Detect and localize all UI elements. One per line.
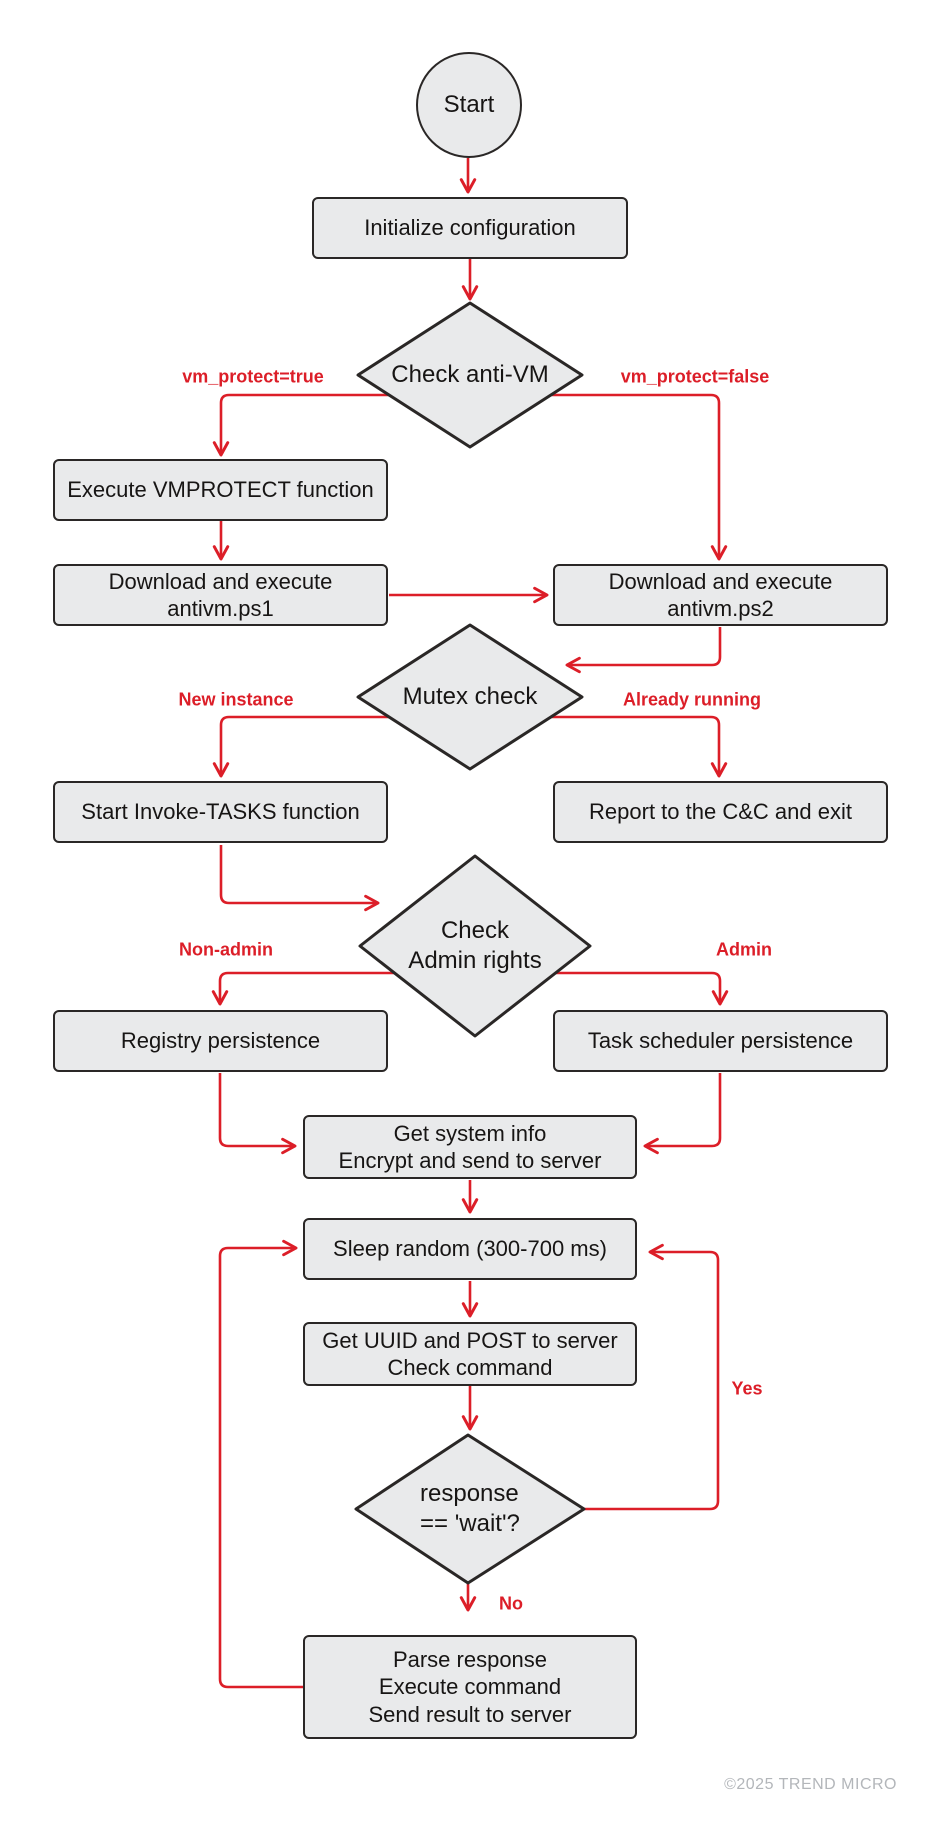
edge-label-vm-protect-false: vm_protect=false xyxy=(620,366,770,387)
diamond-mutex-check xyxy=(356,623,584,771)
edge-antivm-true xyxy=(212,393,389,457)
edge-label-vm-protect-true: vm_protect=true xyxy=(182,366,324,387)
node-report-cc-exit: Report to the C&C and exit xyxy=(553,781,888,843)
node-get-uuid-post: Get UUID and POST to server Check comman… xyxy=(303,1322,637,1386)
node-download-antivm-ps2: Download and execute antivm.ps2 xyxy=(553,564,888,626)
node-registry-persistence: Registry persistence xyxy=(53,1010,388,1072)
diamond-check-admin-rights xyxy=(358,854,592,1038)
edge-label-no: No xyxy=(499,1593,523,1614)
node-label: Sleep random (300-700 ms) xyxy=(333,1236,607,1262)
edge-label-yes: Yes xyxy=(731,1378,763,1399)
node-label: Execute VMPROTECT function xyxy=(67,477,374,503)
label-check-admin-rights: Check Admin rights xyxy=(408,917,542,974)
edge-response-yes-loop xyxy=(584,1243,720,1511)
node-get-system-info: Get system info Encrypt and send to serv… xyxy=(303,1115,637,1179)
node-label: Get UUID and POST to server Check comman… xyxy=(322,1327,618,1380)
node-label: Start Invoke-TASKS function xyxy=(81,799,360,825)
edge-registry-to-sysinfo xyxy=(218,1073,297,1155)
edge-mutex-new-instance xyxy=(212,715,389,778)
label-check-anti-vm: Check anti-VM xyxy=(391,361,549,388)
node-initialize-configuration: Initialize configuration xyxy=(312,197,628,259)
node-label: Report to the C&C and exit xyxy=(589,799,852,825)
node-label: Get system info Encrypt and send to serv… xyxy=(338,1120,602,1173)
node-start-invoke-tasks: Start Invoke-TASKS function xyxy=(53,781,388,843)
diamond-response-wait xyxy=(354,1433,586,1585)
node-label: Task scheduler persistence xyxy=(587,1028,854,1054)
node-task-scheduler-persistence: Task scheduler persistence xyxy=(553,1010,888,1072)
node-execute-vmprotect: Execute VMPROTECT function xyxy=(53,459,388,521)
node-label: Initialize configuration xyxy=(364,215,576,241)
edge-tasksched-to-sysinfo xyxy=(643,1073,722,1155)
edge-antivm-false xyxy=(551,393,728,561)
diamond-check-anti-vm xyxy=(356,301,584,449)
node-download-antivm-ps1: Download and execute antivm.ps1 xyxy=(53,564,388,626)
node-start: Start xyxy=(416,52,522,158)
edge-label-new-instance: New instance xyxy=(178,689,294,710)
node-label: Parse response Execute command Send resu… xyxy=(368,1647,572,1727)
edge-ps2-to-mutex xyxy=(565,627,722,674)
edge-admin-admin xyxy=(556,971,729,1006)
edge-parse-loop-to-sleep xyxy=(218,1239,303,1689)
edge-label-non-admin: Non-admin xyxy=(179,939,273,960)
node-label: Download and execute antivm.ps2 xyxy=(608,568,833,621)
edge-label-already-running: Already running xyxy=(622,689,762,710)
label-mutex-check: Mutex check xyxy=(402,683,538,710)
node-label: Registry persistence xyxy=(120,1028,321,1054)
edge-label-admin: Admin xyxy=(716,939,772,960)
node-parse-response: Parse response Execute command Send resu… xyxy=(303,1635,637,1739)
node-start-label: Start xyxy=(443,91,495,119)
edge-invoke-to-admincheck xyxy=(219,845,380,912)
edge-admin-nonadmin xyxy=(211,971,394,1006)
copyright-watermark: ©2025 TREND MICRO xyxy=(724,1776,897,1793)
label-response-wait: response == 'wait'? xyxy=(420,1480,520,1537)
edge-mutex-already-running xyxy=(551,715,728,778)
node-label: Download and execute antivm.ps1 xyxy=(108,568,333,621)
node-sleep-random: Sleep random (300-700 ms) xyxy=(303,1218,637,1280)
